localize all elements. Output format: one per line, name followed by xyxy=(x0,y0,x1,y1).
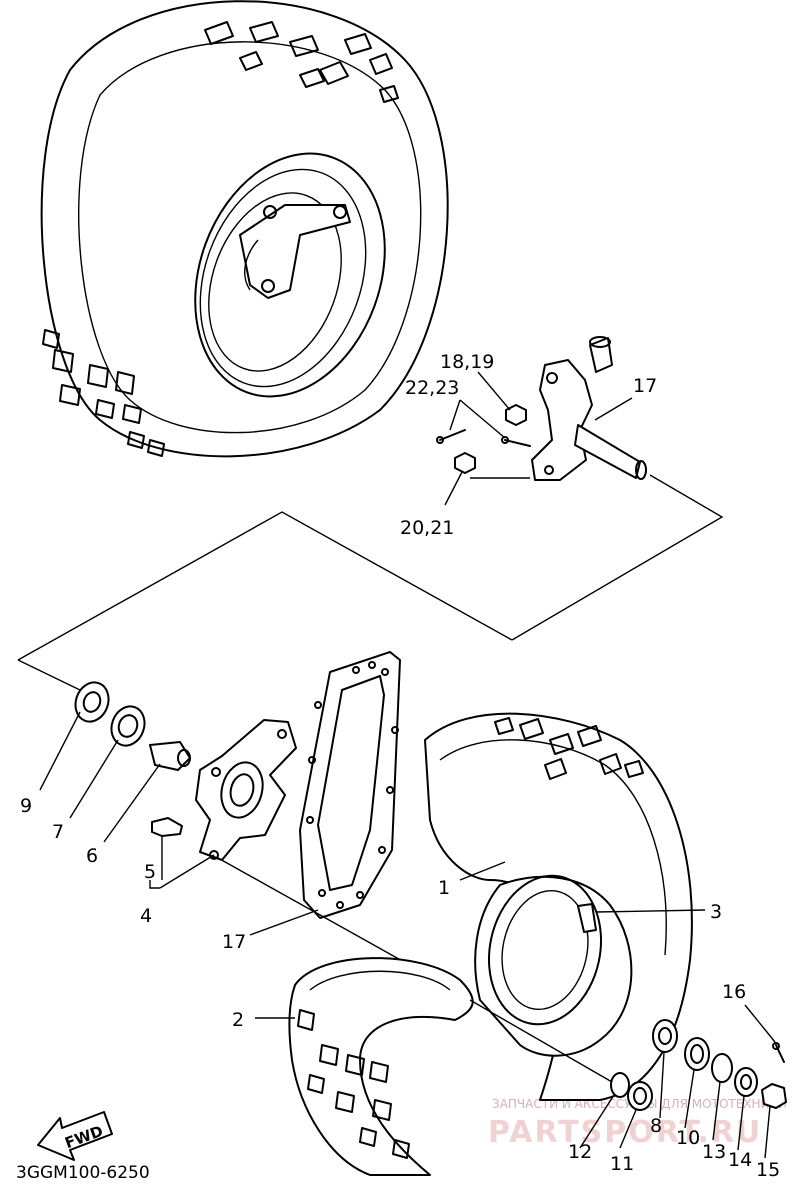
callout-16: 16 xyxy=(722,981,746,1003)
gasket-plate xyxy=(217,651,416,969)
callout-8: 8 xyxy=(650,1115,662,1137)
callout-7: 7 xyxy=(52,821,64,843)
callout-13: 13 xyxy=(702,1141,726,1163)
callout-11: 11 xyxy=(610,1153,634,1175)
callout-1: 1 xyxy=(438,877,450,899)
callout-4: 4 xyxy=(140,905,152,927)
callout-14: 14 xyxy=(728,1149,752,1171)
split-rim-and-tire xyxy=(255,712,706,1176)
callout-20-21-top: 18,19 xyxy=(440,351,494,373)
callout-9: 9 xyxy=(20,795,32,817)
callout-12: 12 xyxy=(568,1141,592,1163)
callout-3: 3 xyxy=(710,901,722,923)
callout-20-21-bottom: 20,21 xyxy=(400,517,454,539)
callout-22-23: 22,23 xyxy=(405,377,459,399)
drawing-code: 3GGM100-6250 xyxy=(16,1163,150,1183)
forward-direction-arrow: FWD xyxy=(37,1111,113,1161)
callout-17: 17 xyxy=(222,931,246,953)
callout-6: 6 xyxy=(86,845,98,867)
callout-labels: 18,19 22,23 17 20,21 9 7 6 5 4 1 3 17 2 … xyxy=(20,351,780,1181)
callout-5: 5 xyxy=(144,861,156,883)
axle-connection-lines xyxy=(17,474,724,691)
callout-2: 2 xyxy=(232,1009,244,1031)
callout-15: 15 xyxy=(756,1159,780,1181)
steering-knuckle xyxy=(436,336,647,506)
callout-10: 10 xyxy=(676,1127,700,1149)
assembled-wheel xyxy=(40,0,449,458)
callout-18-19: 17 xyxy=(633,375,657,397)
wheel-nut-set xyxy=(579,1004,787,1159)
hub-bearing-set xyxy=(39,681,297,889)
